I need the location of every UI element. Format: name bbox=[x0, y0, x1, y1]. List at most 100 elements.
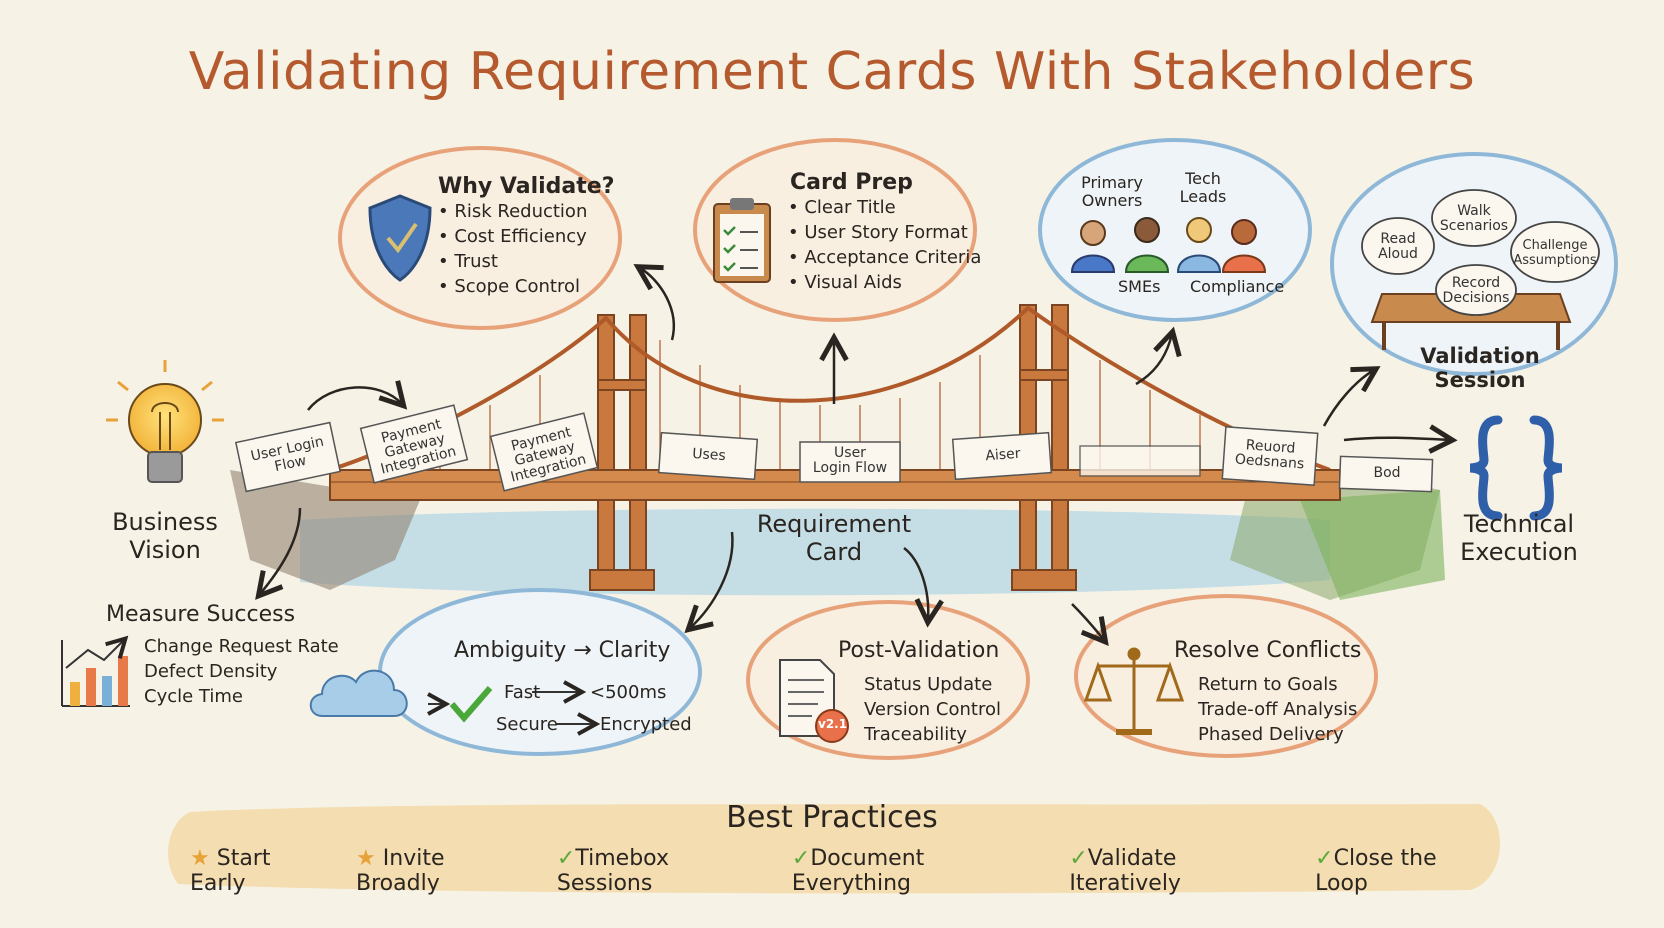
why-validate-box: Why Validate? Risk Reduction Cost Effici… bbox=[438, 174, 614, 299]
smes-label: SMEs bbox=[1118, 277, 1161, 296]
challenge-assumptions-text: Challenge Assumptions bbox=[1512, 238, 1598, 268]
decisions-line: Decisions bbox=[1442, 290, 1510, 306]
scenarios-line: Scenarios bbox=[1439, 218, 1509, 234]
check-icon: ✓ bbox=[556, 846, 576, 871]
technical-execution-line-1: Technical bbox=[1463, 510, 1575, 538]
prep-item: User Story Format bbox=[788, 220, 981, 245]
why-item: Trust bbox=[438, 249, 614, 274]
best-practice-label: Timebox Sessions bbox=[556, 846, 669, 896]
primary-owners-label: Primary Owners bbox=[1072, 174, 1152, 210]
page-title: Validating Requirement Cards With Stakeh… bbox=[188, 42, 1476, 102]
resolve-item: Return to Goals bbox=[1198, 674, 1338, 695]
document-icon bbox=[779, 659, 849, 743]
tech-line-1: Tech bbox=[1185, 169, 1221, 188]
post-validation-list: Status Update Version Control Traceabili… bbox=[864, 672, 1001, 747]
measure-success-list: Change Request Rate Defect Density Cycle… bbox=[144, 634, 339, 709]
bar-chart-icon bbox=[61, 640, 130, 707]
bridge-card-4-line-1: User bbox=[834, 445, 866, 461]
business-vision-line-1: Business bbox=[112, 508, 218, 536]
bridge-card-4-shape bbox=[799, 441, 901, 483]
primary-line-1: Primary bbox=[1081, 173, 1143, 192]
star-icon: ★ bbox=[356, 846, 376, 871]
arrow-to-session bbox=[1322, 370, 1374, 427]
why-item: Scope Control bbox=[438, 274, 614, 299]
best-practice-label: Close the Loop bbox=[1315, 846, 1437, 896]
arrow-to-post bbox=[903, 547, 928, 620]
primary-line-2: Owners bbox=[1081, 191, 1143, 210]
ambiguity-title: Ambiguity → Clarity bbox=[454, 638, 671, 663]
best-practices-band bbox=[168, 804, 1501, 894]
bridge-card-7: Bod bbox=[1344, 466, 1430, 481]
measure-success-title: Measure Success bbox=[106, 602, 296, 627]
assumptions-line: Assumptions bbox=[1513, 253, 1597, 268]
speech-bubble-challenge bbox=[1510, 221, 1600, 283]
version-badge: v2.1 bbox=[818, 717, 848, 731]
cloud-icon bbox=[309, 669, 408, 717]
best-practices-title: Best Practices bbox=[726, 800, 938, 835]
best-practice-item: ★ Invite Broadly bbox=[356, 846, 529, 896]
read-line: Read bbox=[1380, 231, 1416, 247]
best-practice-label: Start Early bbox=[190, 846, 271, 896]
tech-leads-label: Tech Leads bbox=[1168, 170, 1238, 206]
check-icon: ✓ bbox=[791, 846, 811, 871]
arrow-to-measure bbox=[260, 507, 302, 594]
record-line: Record bbox=[1451, 275, 1501, 291]
main-cable bbox=[329, 305, 1331, 472]
stakeholders-bubble bbox=[1038, 138, 1312, 322]
record-decisions-text: Record Decisions bbox=[1438, 276, 1514, 306]
speech-bubble-record bbox=[1435, 264, 1517, 316]
walk-line: Walk bbox=[1457, 203, 1491, 219]
arrow-to-why bbox=[640, 268, 675, 341]
speech-bubble-walk bbox=[1431, 189, 1517, 247]
technical-execution-label: Technical Execution bbox=[1454, 510, 1584, 566]
post-item: Version Control bbox=[864, 699, 1001, 720]
compliance-label: Compliance bbox=[1190, 277, 1285, 296]
bridge-card-0-shape bbox=[234, 421, 342, 493]
ambiguity-from-2: Secure bbox=[496, 714, 558, 735]
bridge-card-7-shape bbox=[1338, 455, 1434, 493]
prep-item: Acceptance Criteria bbox=[788, 245, 981, 270]
bridge-card-4-line-2: Login Flow bbox=[812, 460, 888, 476]
post-item: Status Update bbox=[864, 674, 993, 695]
best-practice-item: ✓Timebox Sessions bbox=[557, 846, 764, 896]
arrow-vision-to-card bbox=[307, 387, 402, 411]
business-vision-line-2: Vision bbox=[129, 536, 201, 564]
read-aloud-text: Read Aloud bbox=[1366, 232, 1430, 262]
card-prep-list: Clear Title User Story Format Acceptance… bbox=[788, 195, 981, 295]
ambiguity-from-1: Fast bbox=[504, 682, 541, 703]
why-item: Cost Efficiency bbox=[438, 224, 614, 249]
best-practice-label: Invite Broadly bbox=[356, 846, 445, 896]
bridge-card-2-shape bbox=[489, 412, 599, 492]
star-icon: ★ bbox=[190, 846, 210, 871]
arrow-to-conflicts bbox=[1071, 603, 1104, 640]
best-practice-label: Validate Iteratively bbox=[1069, 846, 1181, 896]
business-vision-label: Business Vision bbox=[100, 508, 230, 564]
challenge-line: Challenge bbox=[1522, 238, 1588, 253]
why-validate-title: Why Validate? bbox=[438, 174, 615, 199]
why-validate-list: Risk Reduction Cost Efficiency Trust Sco… bbox=[438, 199, 614, 299]
arrow-to-ambiguity bbox=[690, 531, 734, 628]
check-icon: ✓ bbox=[1315, 846, 1334, 871]
speech-bubble-read bbox=[1361, 217, 1435, 275]
measure-item: Cycle Time bbox=[144, 686, 243, 707]
walk-scenarios-text: Walk Scenarios bbox=[1436, 204, 1512, 234]
card-prep-title: Card Prep bbox=[790, 170, 913, 195]
best-practice-item: ✓Close the Loop bbox=[1315, 846, 1490, 896]
validation-session-title: Validation Session bbox=[1420, 344, 1540, 392]
best-practice-item: ✓Validate Iteratively bbox=[1069, 846, 1287, 896]
best-practice-item: ✓Document Everything bbox=[792, 846, 1041, 896]
bridge-card-6: Reuord Oedsnans bbox=[1225, 437, 1315, 473]
bridge-card-5-shape bbox=[951, 431, 1053, 481]
technical-execution-line-2: Execution bbox=[1460, 538, 1578, 566]
people-icon bbox=[1070, 217, 1267, 273]
tech-line-2: Leads bbox=[1179, 187, 1227, 206]
bridge-card-4: User Login Flow bbox=[804, 446, 896, 476]
requirement-card-label: Requirement Card bbox=[744, 510, 924, 566]
best-practice-label: Document Everything bbox=[791, 846, 925, 896]
measure-item: Defect Density bbox=[144, 661, 278, 682]
shield-icon bbox=[368, 194, 432, 282]
check-icon bbox=[449, 686, 493, 723]
post-item: Traceability bbox=[864, 724, 967, 745]
